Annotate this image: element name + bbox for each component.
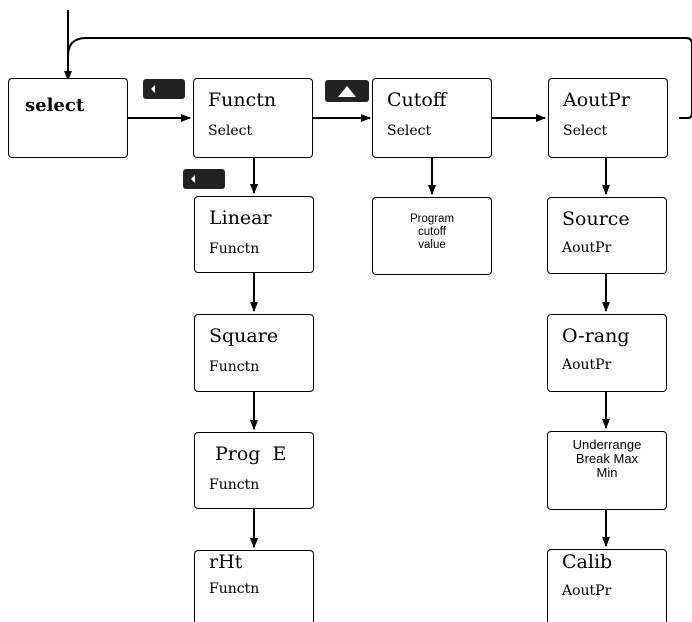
underrange-box: Underrange Break Max Min bbox=[547, 431, 667, 510]
underrange-line-2: Break Max bbox=[575, 451, 639, 466]
functn-box-title: Functn bbox=[208, 89, 277, 111]
functn-select-box: Functn Select bbox=[193, 78, 313, 158]
loop-back-line bbox=[67, 37, 692, 119]
source-box: Source AoutPr bbox=[547, 197, 667, 274]
orang-box: O-rang AoutPr bbox=[547, 314, 667, 392]
orang-box-subtitle: AoutPr bbox=[562, 357, 612, 373]
select-box: select bbox=[8, 78, 128, 158]
program-cutoff-box: Program cutoff value bbox=[372, 197, 492, 275]
aoutpr-select-box: AoutPr Select bbox=[548, 78, 668, 158]
program-cutoff-line-2: cutoff bbox=[418, 226, 446, 238]
source-box-title: Source bbox=[562, 208, 630, 230]
cutoff-box-subtitle: Select bbox=[387, 123, 432, 139]
underrange-line-3: Min bbox=[596, 465, 618, 480]
proge-box-title: Prog E bbox=[215, 443, 287, 465]
orang-box-title: O-rang bbox=[562, 325, 630, 347]
functn-box-subtitle: Select bbox=[208, 123, 253, 139]
square-box: Square Functn bbox=[194, 314, 314, 392]
aoutpr-box-title: AoutPr bbox=[563, 89, 630, 111]
program-cutoff-line-1: Program bbox=[409, 213, 455, 225]
left-arrow-key-icon bbox=[143, 79, 185, 99]
proge-box: Prog E Functn bbox=[194, 432, 314, 509]
rht-box: rHt Functn bbox=[194, 550, 314, 622]
rht-box-title: rHt bbox=[209, 551, 243, 573]
calib-box-subtitle: AoutPr bbox=[562, 583, 612, 599]
square-box-title: Square bbox=[209, 325, 279, 347]
proge-box-subtitle: Functn bbox=[209, 477, 260, 493]
rht-box-subtitle: Functn bbox=[209, 581, 260, 597]
source-box-subtitle: AoutPr bbox=[562, 240, 612, 256]
program-cutoff-line-3: value bbox=[418, 239, 446, 251]
linear-box: Linear Functn bbox=[194, 196, 314, 273]
square-box-subtitle: Functn bbox=[209, 359, 260, 375]
left-arrow-key-icon bbox=[183, 169, 225, 189]
underrange-line-1: Underrange bbox=[572, 437, 642, 452]
cutoff-box-title: Cutoff bbox=[387, 89, 447, 111]
linear-box-subtitle: Functn bbox=[209, 241, 260, 257]
aoutpr-box-subtitle: Select bbox=[563, 123, 608, 139]
up-arrow-key-icon bbox=[325, 80, 369, 102]
cutoff-select-box: Cutoff Select bbox=[372, 78, 492, 158]
calib-box-title: Calib bbox=[562, 551, 613, 573]
select-box-title: select bbox=[25, 95, 85, 116]
calib-box: Calib AoutPr bbox=[547, 549, 667, 622]
linear-box-title: Linear bbox=[209, 207, 272, 229]
